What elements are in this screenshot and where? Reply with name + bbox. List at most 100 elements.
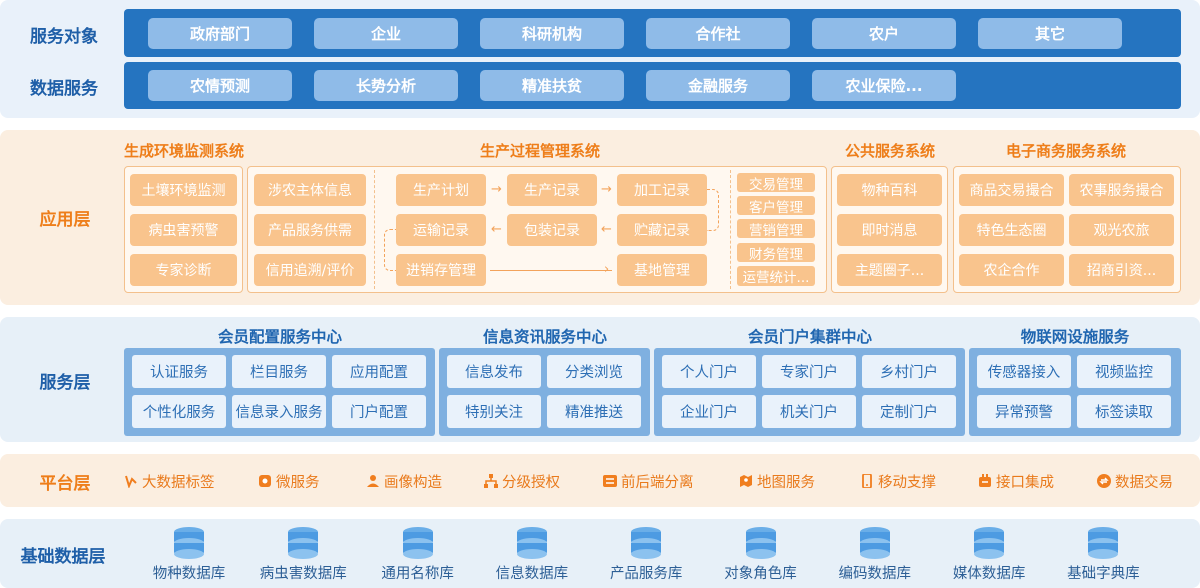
platform-item[interactable]: 数据交易 xyxy=(1097,470,1173,492)
arrow-left-icon: ← xyxy=(491,222,502,237)
info-item[interactable]: 信息发布 xyxy=(447,355,541,388)
hierarchy-icon xyxy=(484,474,498,488)
member-item[interactable]: 栏目服务 xyxy=(232,355,326,388)
flow-step[interactable]: 生产计划 xyxy=(396,174,486,206)
data-service-chip[interactable]: 农业保险... xyxy=(812,70,956,101)
service-object-chip[interactable]: 科研机构 xyxy=(480,17,624,49)
ecom-item[interactable]: 商品交易撮合 xyxy=(959,174,1064,206)
data-service-chip[interactable]: 农情预测 xyxy=(148,70,292,101)
iot-item[interactable]: 传感器接入 xyxy=(977,355,1071,388)
prod-right-item[interactable]: 客户管理 xyxy=(737,196,815,216)
user-portrait-icon xyxy=(366,474,380,488)
flow-step[interactable]: 运输记录 xyxy=(396,214,486,246)
info-item[interactable]: 特别关注 xyxy=(447,395,541,428)
platform-layer-label: 平台层 xyxy=(39,473,91,494)
platform-item[interactable]: 接口集成 xyxy=(978,470,1054,492)
portal-item[interactable]: 乡村门户 xyxy=(862,355,956,388)
database-label[interactable]: 病虫害数据库 xyxy=(259,566,347,582)
service-object-chip[interactable]: 政府部门 xyxy=(148,17,292,49)
arrow-right-icon: › xyxy=(604,262,610,277)
platform-item-label: 前后端分离 xyxy=(621,474,694,491)
database-label[interactable]: 物种数据库 xyxy=(152,566,226,582)
flow-connector xyxy=(707,189,719,231)
map-icon xyxy=(739,474,753,488)
prod-right-item[interactable]: 交易管理 xyxy=(737,173,815,193)
iot-item[interactable]: 视频监控 xyxy=(1077,355,1171,388)
flow-step[interactable]: 基地管理 xyxy=(617,254,707,286)
platform-item[interactable]: 前后端分离 xyxy=(603,470,694,492)
flow-step[interactable]: 加工记录 xyxy=(617,174,707,206)
platform-item-label: 接口集成 xyxy=(996,474,1054,491)
flow-connector xyxy=(384,229,396,271)
env-item[interactable]: 专家诊断 xyxy=(130,254,237,286)
database-label[interactable]: 通用名称库 xyxy=(381,566,454,582)
flow-step[interactable]: 进销存管理 xyxy=(396,254,486,286)
data-service-chip[interactable]: 金融服务 xyxy=(646,70,790,101)
platform-item[interactable]: 大数据标签 xyxy=(124,470,215,492)
platform-item[interactable]: 移动支撑 xyxy=(860,470,936,492)
member-item[interactable]: 门户配置 xyxy=(332,395,426,428)
member-item[interactable]: 个性化服务 xyxy=(132,395,226,428)
portal-item[interactable]: 个人门户 xyxy=(662,355,756,388)
public-item[interactable]: 即时消息 xyxy=(837,214,942,246)
member-item[interactable]: 应用配置 xyxy=(332,355,426,388)
service-object-chip[interactable]: 企业 xyxy=(314,17,458,49)
portal-item[interactable]: 机关门户 xyxy=(762,395,856,428)
database-icon xyxy=(401,526,435,566)
portal-item[interactable]: 专家门户 xyxy=(762,355,856,388)
interface-icon xyxy=(978,474,992,488)
public-item[interactable]: 物种百科 xyxy=(837,174,942,206)
database-label[interactable]: 对象角色库 xyxy=(724,566,797,582)
prod-left-item[interactable]: 涉农主体信息 xyxy=(254,174,366,206)
flow-step[interactable]: 生产记录 xyxy=(507,174,597,206)
branch-icon xyxy=(124,474,138,488)
ecom-item[interactable]: 农企合作 xyxy=(959,254,1064,286)
service-object-chip[interactable]: 农户 xyxy=(812,17,956,49)
database-label[interactable]: 信息数据库 xyxy=(495,566,569,582)
portal-item[interactable]: 定制门户 xyxy=(862,395,956,428)
database-label[interactable]: 编码数据库 xyxy=(838,566,912,582)
iot-item[interactable]: 异常预警 xyxy=(977,395,1071,428)
info-item[interactable]: 精准推送 xyxy=(547,395,641,428)
data-service-chip[interactable]: 长势分析 xyxy=(314,70,458,101)
database-label[interactable]: 媒体数据库 xyxy=(952,566,1026,582)
service-layer-label: 服务层 xyxy=(39,372,91,393)
database-label[interactable]: 基础字典库 xyxy=(1067,566,1140,582)
divider xyxy=(730,170,731,289)
divider xyxy=(374,170,375,289)
flow-step[interactable]: 包装记录 xyxy=(507,214,597,246)
prod-right-item[interactable]: 财务管理 xyxy=(737,243,815,263)
env-item[interactable]: 病虫害预警 xyxy=(130,214,237,246)
ecom-item[interactable]: 观光农旅 xyxy=(1069,214,1174,246)
ecom-item[interactable]: 招商引资... xyxy=(1069,254,1174,286)
prod-right-item[interactable]: 营销管理 xyxy=(737,219,815,239)
platform-item[interactable]: 分级授权 xyxy=(484,470,560,492)
data-service-chip[interactable]: 精准扶贫 xyxy=(480,70,624,101)
microservice-icon xyxy=(258,474,272,488)
member-item[interactable]: 信息录入服务 xyxy=(232,395,326,428)
env-item[interactable]: 土壤环境监测 xyxy=(130,174,237,206)
prod-right-item[interactable]: 运营统计... xyxy=(737,266,815,286)
database-icon xyxy=(972,526,1006,566)
iot-item[interactable]: 标签读取 xyxy=(1077,395,1171,428)
platform-layer-band xyxy=(0,454,1200,507)
portal-item[interactable]: 企业门户 xyxy=(662,395,756,428)
env-system-title: 生成环境监测系统 xyxy=(123,142,244,160)
prod-left-item[interactable]: 信用追溯/评价 xyxy=(254,254,366,286)
platform-item-label: 移动支撑 xyxy=(878,474,936,491)
flow-step[interactable]: 贮藏记录 xyxy=(617,214,707,246)
public-system-title: 公共服务系统 xyxy=(844,142,935,160)
database-label[interactable]: 产品服务库 xyxy=(609,566,683,582)
platform-item[interactable]: 画像构造 xyxy=(366,470,442,492)
platform-item[interactable]: 微服务 xyxy=(258,470,320,492)
ecom-item[interactable]: 农事服务撮合 xyxy=(1069,174,1174,206)
data-services-bar: 农情预测 长势分析 精准扶贫 金融服务 农业保险... xyxy=(124,62,1181,109)
service-object-chip[interactable]: 合作社 xyxy=(646,17,790,49)
platform-item[interactable]: 地图服务 xyxy=(739,470,815,492)
info-item[interactable]: 分类浏览 xyxy=(547,355,641,388)
public-item[interactable]: 主题圈子... xyxy=(837,254,942,286)
member-item[interactable]: 认证服务 xyxy=(132,355,226,388)
ecom-item[interactable]: 特色生态圈 xyxy=(959,214,1064,246)
prod-left-item[interactable]: 产品服务供需 xyxy=(254,214,366,246)
service-object-chip[interactable]: 其它 xyxy=(978,17,1122,49)
